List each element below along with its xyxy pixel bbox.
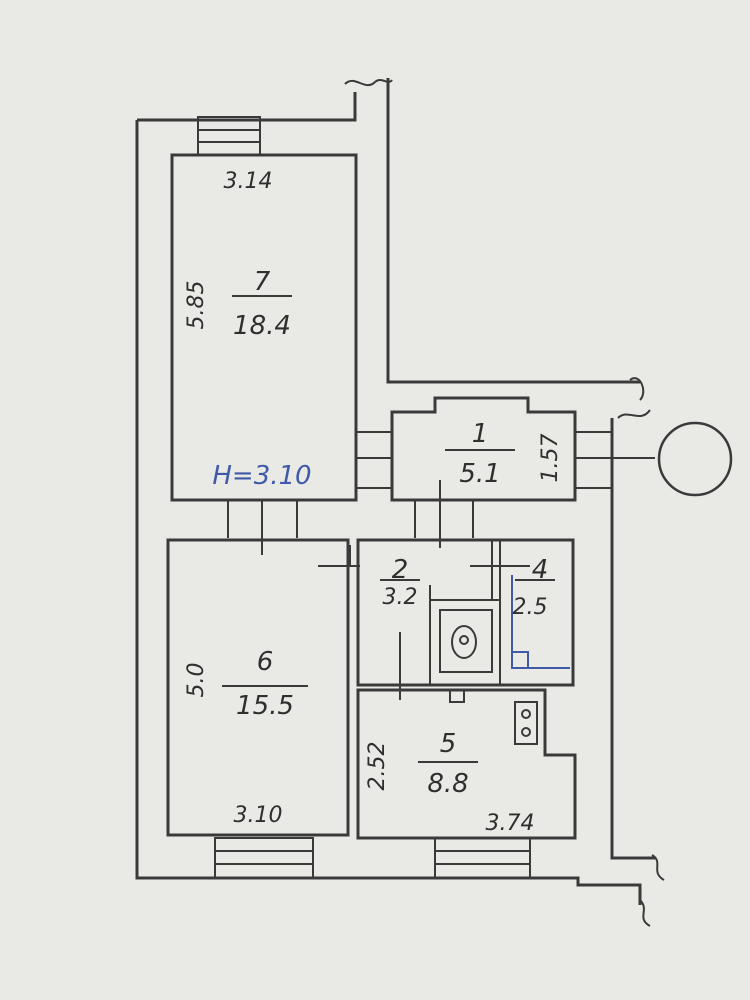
- room-6-outline: [166, 538, 350, 837]
- room-6-width: 3.10: [234, 803, 283, 828]
- windows: [197, 116, 531, 879]
- sink-icon: [449, 689, 465, 703]
- room-1-area: 5.1: [459, 459, 500, 489]
- entrance-circle: [657, 421, 733, 497]
- room-2-4-outline: [356, 538, 575, 687]
- room-7-width: 3.14: [224, 169, 273, 194]
- room-1-side: 1.57: [538, 434, 563, 483]
- room-1-number: 1: [472, 419, 489, 449]
- fraction-lines: [222, 295, 555, 763]
- room-6-area: 15.5: [236, 691, 294, 721]
- room-1-outline: [355, 396, 655, 502]
- room-2-number: 2: [392, 555, 409, 585]
- bathtub-icon: [511, 575, 570, 669]
- room-4-area: 2.5: [513, 595, 548, 620]
- room-6-side: 5.0: [184, 663, 209, 698]
- ceiling-height: H=3.10: [212, 461, 311, 491]
- room-7-outline: [170, 153, 358, 502]
- room-7-area: 18.4: [233, 311, 291, 341]
- room-5-area: 8.8: [427, 769, 468, 799]
- room-6-number: 6: [257, 647, 274, 677]
- room-7-number: 7: [254, 267, 271, 297]
- stove-icon: [514, 701, 538, 745]
- room-7-side: 5.85: [184, 281, 209, 330]
- room-5-width: 3.74: [486, 811, 535, 836]
- room-5-number: 5: [440, 729, 457, 759]
- toilet-icon: [439, 609, 493, 673]
- room-4-number: 4: [532, 555, 549, 585]
- room-5-side: 2.52: [365, 742, 390, 791]
- room-5-outline: [356, 688, 577, 840]
- outer-walls: [135, 78, 665, 927]
- room-2-area: 3.2: [383, 585, 418, 610]
